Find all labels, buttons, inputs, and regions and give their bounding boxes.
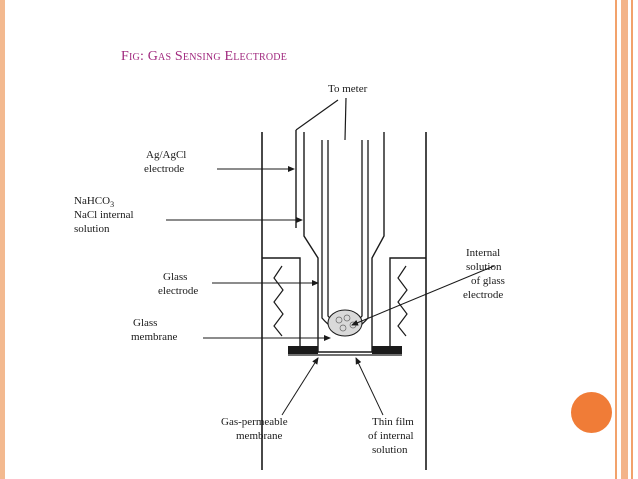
label-thin-solution: solution — [372, 444, 408, 456]
orange-decorative-dot — [571, 392, 612, 433]
label-gas-permeable: Gas-permeable — [221, 416, 288, 428]
thread-zigzag — [273, 265, 408, 337]
right-accent-line-1 — [615, 0, 617, 479]
leader-lines — [166, 166, 495, 416]
label-glass: Glass — [163, 271, 187, 283]
label-ag-electrode: electrode — [144, 163, 184, 175]
label-solution: solution — [74, 223, 110, 235]
right-accent-bar — [621, 0, 628, 479]
label-to-meter: To meter — [328, 83, 368, 95]
label-internal-solution: solution — [466, 261, 502, 273]
label-glass-electrode: electrode — [158, 285, 198, 297]
label-glass-membrane-2: membrane — [131, 331, 178, 343]
label-of-glass: of glass — [471, 275, 505, 287]
label-of-internal: of internal — [368, 430, 414, 442]
right-accent-line-2 — [631, 0, 633, 479]
label-ag-agcl: Ag/AgCl — [146, 149, 186, 161]
bottom-membrane-right — [372, 346, 402, 354]
label-gas-membrane: membrane — [236, 430, 283, 442]
glass-tube — [303, 132, 385, 353]
outer-body — [261, 132, 427, 470]
glass-electrode — [321, 140, 369, 333]
label-glass-membrane-1: Glass — [133, 317, 157, 329]
glass-membrane-bulb — [327, 309, 363, 337]
label-thin-film: Thin film — [372, 416, 414, 428]
label-glass-electrode-right: electrode — [463, 289, 503, 301]
left-accent-bar — [0, 0, 5, 479]
label-nacl-internal: NaCl internal — [74, 209, 134, 221]
label-internal: Internal — [466, 247, 500, 259]
meter-leads — [295, 97, 347, 141]
bottom-membrane-left — [288, 346, 318, 354]
slide-title: Fig: Gas Sensing Electrode — [121, 49, 288, 64]
label-nahco3: NaHCO3 — [74, 195, 114, 209]
